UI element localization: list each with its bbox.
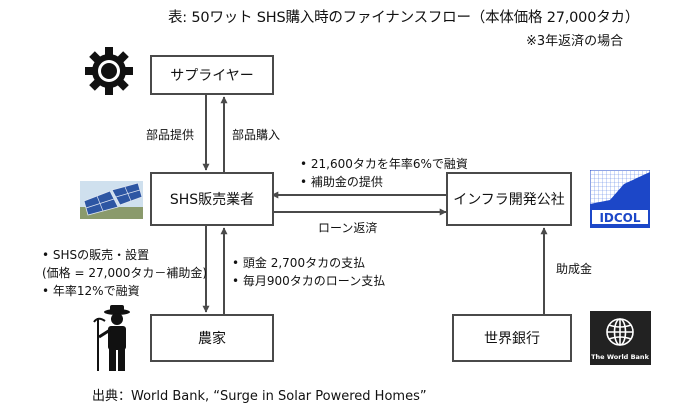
globe-icon: [606, 318, 634, 346]
list-item: • 年率12%で融資: [42, 284, 140, 298]
farmer-icon: [93, 305, 130, 371]
label-loan-repayment: ローン返済: [318, 221, 378, 235]
label-grant: 助成金: [556, 262, 593, 276]
solar-panel-icon: [80, 181, 143, 219]
diagram-subtitle: ※3年返済の場合: [526, 34, 624, 49]
label-parts-purchase: 部品購入: [232, 128, 281, 142]
idcol-company-box: インフラ開発公社: [446, 172, 572, 226]
gear-icon: [85, 47, 133, 95]
list-item: • 補助金の提供: [300, 175, 383, 189]
idcol-logo: IDCOL: [590, 170, 650, 228]
list-item: • 21,600タカを年率6%で融資: [300, 157, 468, 171]
diagram-title: 表: 50ワット SHS購入時のファイナンスフロー（本体価格 27,000タカ）: [168, 10, 640, 26]
label-farmer-to-dealer: • 頭金 2,700タカの支払 • 毎月900タカのローン支払: [232, 254, 385, 290]
list-item: • 頭金 2,700タカの支払: [232, 256, 366, 270]
farmer-label: 農家: [198, 331, 226, 347]
list-item: • 毎月900タカのローン支払: [232, 274, 386, 288]
supplier-box: サプライヤー: [150, 55, 274, 95]
world-bank-logo: The World Bank: [590, 311, 651, 365]
supplier-label: サプライヤー: [170, 68, 254, 84]
world-bank-logo-text: The World Bank: [591, 353, 649, 361]
dealer-box: SHS販売業者: [150, 172, 274, 226]
source-citation: 出典：World Bank, “Surge in Solar Powered H…: [92, 389, 427, 404]
label-dealer-to-farmer: • SHSの販売・設置 (価格 = 27,000タカ－補助金) • 年率12%で…: [42, 246, 207, 300]
world-bank-label: 世界銀行: [484, 331, 540, 347]
farmer-box: 農家: [150, 314, 274, 362]
idcol-company-label: インフラ開発公社: [453, 192, 565, 208]
label-idcol-to-dealer: • 21,600タカを年率6%で融資 • 補助金の提供: [300, 155, 468, 191]
dealer-label: SHS販売業者: [169, 192, 255, 208]
label-parts-supply: 部品提供: [146, 128, 195, 142]
list-item: • SHSの販売・設置: [42, 248, 150, 262]
world-bank-box: 世界銀行: [452, 314, 572, 362]
list-item: (価格 = 27,000タカ－補助金): [42, 266, 208, 280]
idcol-logo-text: IDCOL: [599, 211, 640, 225]
